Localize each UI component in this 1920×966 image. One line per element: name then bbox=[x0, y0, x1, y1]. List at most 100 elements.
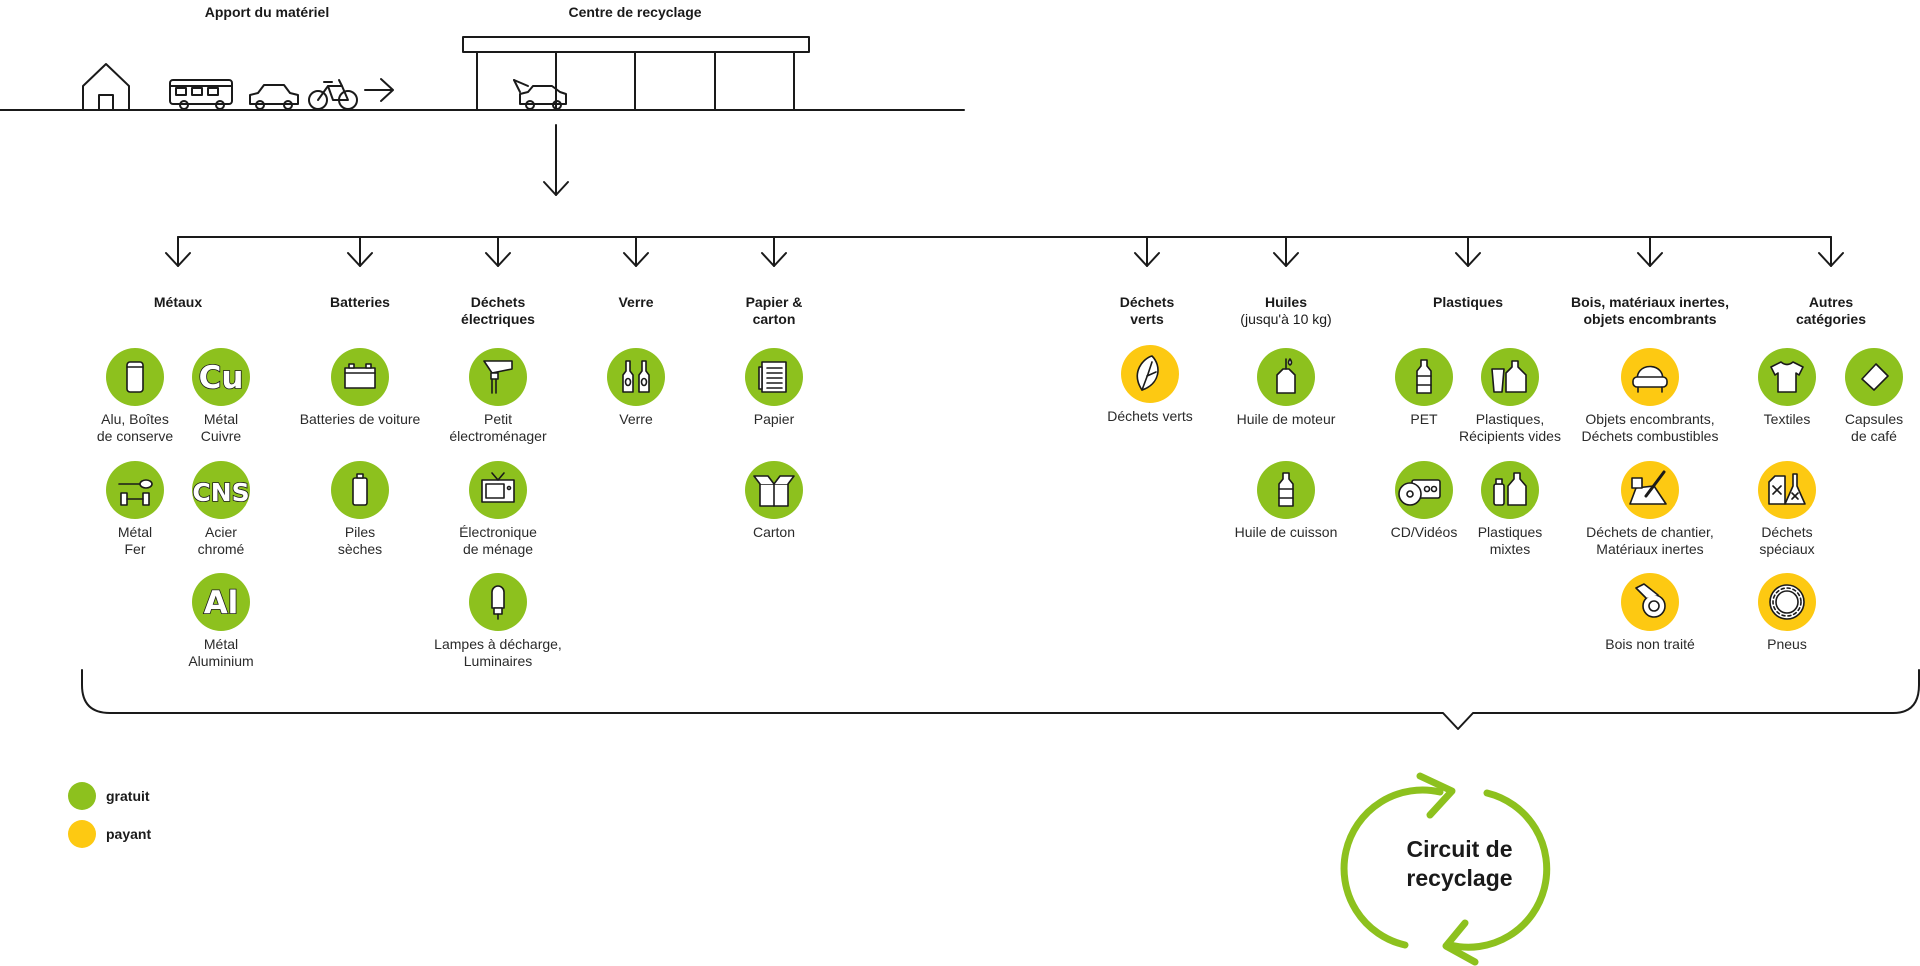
rubble-icon bbox=[1621, 461, 1679, 519]
chrome-steel-icon: CNS bbox=[192, 461, 250, 519]
car-battery-icon bbox=[331, 348, 389, 406]
tv-icon bbox=[469, 461, 527, 519]
circuit-label: Circuit de recyclage bbox=[1406, 836, 1513, 891]
category-verre: Verre bbox=[541, 294, 731, 311]
arrow-plastiques bbox=[1455, 236, 1481, 267]
category-autres: Autres catégories bbox=[1736, 294, 1920, 328]
category-title: Bois, matériaux inertes, objets encombra… bbox=[1571, 294, 1729, 327]
item-label: Papier bbox=[753, 411, 795, 427]
aluminium-icon: Al bbox=[192, 573, 250, 631]
armchair-icon bbox=[1621, 348, 1679, 406]
item-label: PET bbox=[1410, 411, 1438, 427]
item-label: Textiles bbox=[1763, 411, 1811, 427]
arrow-verre bbox=[623, 236, 649, 267]
main-arrow-down bbox=[543, 124, 569, 196]
dry-battery-icon bbox=[331, 461, 389, 519]
recycling-circuit-icon bbox=[1340, 772, 1551, 966]
arrow-metaux bbox=[165, 236, 191, 267]
category-batteries: Batteries bbox=[265, 294, 455, 311]
item-label: Objets encombrants, Déchets combustibles bbox=[1581, 411, 1719, 444]
tshirt-icon bbox=[1758, 348, 1816, 406]
bicycle-icon bbox=[308, 79, 358, 110]
item-label: Métal Cuivre bbox=[200, 411, 242, 444]
arrow-huiles bbox=[1273, 236, 1299, 267]
iron-icon bbox=[106, 461, 164, 519]
item-label: Pneus bbox=[1767, 636, 1807, 652]
element-symbol: Al bbox=[204, 585, 239, 621]
item-label: Électronique de ménage bbox=[459, 524, 537, 557]
cd-video-icon bbox=[1395, 461, 1453, 519]
mixed-plastics-icon bbox=[1481, 461, 1539, 519]
item-label: Déchets verts bbox=[1107, 408, 1193, 424]
legend-paid-dot bbox=[68, 820, 96, 848]
item-label: Métal Fer bbox=[117, 524, 153, 557]
arrow-electriques bbox=[485, 236, 511, 267]
arrow-papier bbox=[761, 236, 787, 267]
item-label: Huile de moteur bbox=[1236, 411, 1336, 427]
category-title: Batteries bbox=[330, 294, 390, 310]
category-metaux: Métaux bbox=[83, 294, 273, 311]
capsule-icon bbox=[1845, 348, 1903, 406]
car-icon bbox=[249, 84, 299, 110]
category-title: Autres catégories bbox=[1795, 294, 1867, 327]
item-label: Petit électroménager bbox=[449, 411, 547, 444]
tire-icon bbox=[1758, 573, 1816, 631]
item-label: Piles sèches bbox=[337, 524, 383, 557]
box-icon bbox=[745, 461, 803, 519]
item-label: Alu, Boîtes de conserve bbox=[96, 411, 174, 444]
item-label: Métal Aluminium bbox=[188, 636, 254, 669]
mixer-icon bbox=[469, 348, 527, 406]
arrow-bois bbox=[1637, 236, 1663, 267]
legend-free-label: gratuit bbox=[106, 788, 150, 804]
copper-icon: Cu bbox=[192, 348, 250, 406]
category-title: Plastiques bbox=[1432, 294, 1504, 310]
unloading-car-icon bbox=[513, 79, 567, 110]
item-label: Déchets de chantier, Matériaux inertes bbox=[1586, 524, 1714, 557]
arrow-batteries bbox=[347, 236, 373, 267]
leaf-icon bbox=[1121, 345, 1179, 403]
category-title: Papier & carton bbox=[745, 294, 803, 327]
category-plastiques: Plastiques bbox=[1373, 294, 1563, 311]
newspaper-icon bbox=[745, 348, 803, 406]
item-label: Capsules de café bbox=[1844, 411, 1904, 444]
category-verts: Déchets verts bbox=[1052, 294, 1242, 328]
legend-paid: payant bbox=[68, 820, 151, 848]
legend-free-dot bbox=[68, 782, 96, 810]
plastic-containers-icon bbox=[1481, 348, 1539, 406]
pet-bottle-icon bbox=[1395, 348, 1453, 406]
item-label: Verre bbox=[619, 411, 653, 427]
category-subtitle: (jusqu'à 10 kg) bbox=[1240, 311, 1332, 327]
arrow-right-icon bbox=[364, 78, 394, 102]
arrow-autres bbox=[1818, 236, 1844, 267]
category-bois: Bois, matériaux inertes, objets encombra… bbox=[1555, 294, 1745, 328]
item-label: Carton bbox=[752, 524, 796, 540]
wood-icon bbox=[1621, 573, 1679, 631]
arrow-verts bbox=[1134, 236, 1160, 267]
item-label: Bois non traité bbox=[1605, 636, 1695, 652]
element-symbol: CNS bbox=[192, 478, 249, 507]
item-label: Acier chromé bbox=[197, 524, 245, 557]
category-title: Déchets électriques bbox=[461, 294, 535, 327]
item-label: Batteries de voiture bbox=[299, 411, 421, 427]
item-label: CD/Vidéos bbox=[1390, 524, 1458, 540]
top-label-delivery: Apport du matériel bbox=[204, 4, 330, 20]
hazardous-icon bbox=[1758, 461, 1816, 519]
top-label-center: Centre de recyclage bbox=[568, 4, 702, 20]
oil-can-icon bbox=[1257, 348, 1315, 406]
category-electriques: Déchets électriques bbox=[403, 294, 593, 328]
category-title: Verre bbox=[618, 294, 654, 310]
category-huiles: Huiles(jusqu'à 10 kg) bbox=[1191, 294, 1381, 328]
item-label: Lampes à décharge, Luminaires bbox=[434, 636, 562, 669]
bottles-icon bbox=[607, 348, 665, 406]
can-icon bbox=[106, 348, 164, 406]
oil-bottle-icon bbox=[1257, 461, 1315, 519]
recycling-center-icon bbox=[462, 36, 810, 111]
lamp-icon bbox=[469, 573, 527, 631]
legend-paid-label: payant bbox=[106, 826, 152, 842]
legend-free: gratuit bbox=[68, 782, 150, 810]
category-title: Huiles bbox=[1264, 294, 1307, 310]
category-title: Déchets verts bbox=[1119, 294, 1175, 327]
grouping-brace bbox=[81, 669, 1920, 730]
item-label: Huile de cuisson bbox=[1234, 524, 1338, 540]
